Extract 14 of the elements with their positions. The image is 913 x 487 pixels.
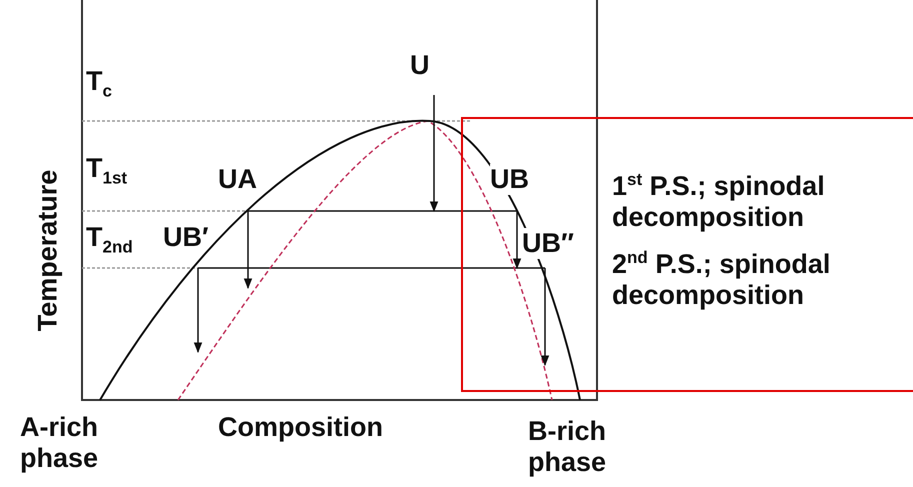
temperature-label: T$_{1st}$: [86, 153, 128, 190]
axis-title: Composition: [218, 412, 383, 443]
point-label: UB″: [522, 228, 574, 259]
point-label: UB′: [163, 222, 208, 253]
point-label: UB: [490, 164, 529, 195]
annotation-text: 2$^{nd}$ P.S.; spinodal decomposition: [612, 247, 832, 311]
temperature-label: T$_{c}$: [86, 66, 112, 102]
axis-title: Temperature: [32, 169, 64, 331]
temperature-label: T$_{2nd}$: [86, 222, 133, 258]
point-label: U: [410, 50, 430, 81]
annotation-text: 1$^{st}$ P.S.; spinodal decomposition: [612, 169, 826, 233]
axis-label: A-rich phase: [20, 412, 100, 474]
point-label: UA: [218, 164, 257, 195]
axis-label: B-rich phase: [528, 416, 608, 478]
